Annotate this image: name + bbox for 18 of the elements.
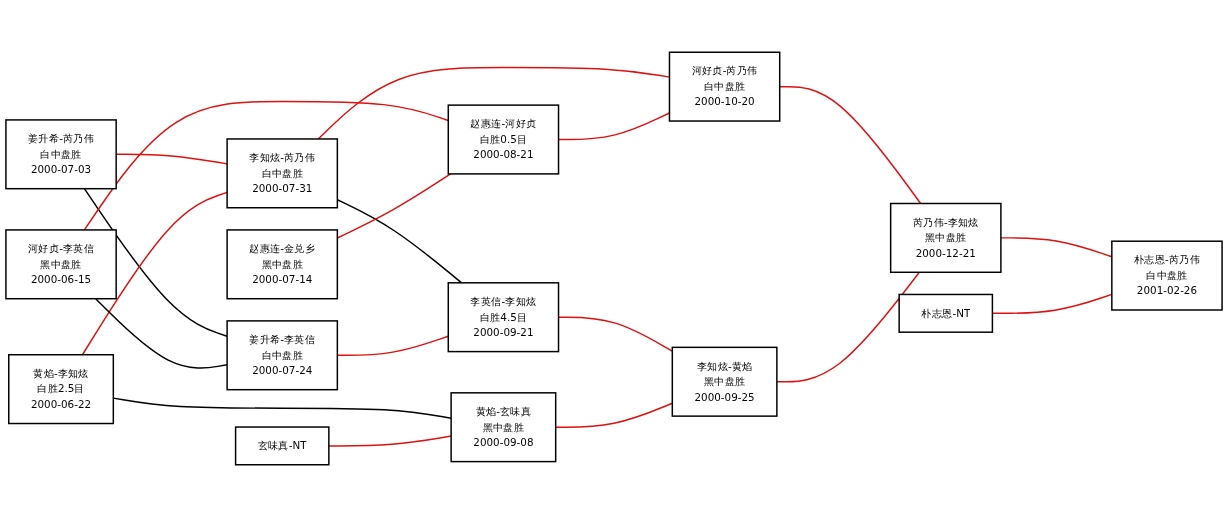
node-box: 玄味真-NT xyxy=(234,426,330,466)
node-box: 赵惠连-金兑乡 黑中盘胜 2000-07-14 xyxy=(226,229,339,300)
node-box: 姜升希-李英信 白中盘胜 2000-07-24 xyxy=(226,320,339,391)
node-box: 黄焰-李知炫 白胜2.5目 2000-06-22 xyxy=(8,354,115,425)
node-box: 赵惠连-河好贞 白胜0.5目 2000-08-21 xyxy=(447,104,560,175)
node-box: 李知炫-黄焰 黑中盘胜 2000-09-25 xyxy=(671,346,778,417)
node-box: 李知炫-芮乃伟 白中盘胜 2000-07-31 xyxy=(226,138,339,209)
connector xyxy=(328,435,452,447)
node-box: 朴志恩-NT xyxy=(898,293,994,333)
node-box: 黄焰-玄味真 黑中盘胜 2000-09-08 xyxy=(450,392,557,463)
node-box: 河好贞-芮乃伟 白中盘胜 2000-10-20 xyxy=(668,51,781,122)
node-box: 芮乃伟-李知炫 黑中盘胜 2000-12-21 xyxy=(889,202,1002,273)
connector xyxy=(776,271,921,383)
node-box: 李英信-李知炫 白胜4.5目 2000-09-21 xyxy=(447,282,560,353)
connector xyxy=(94,298,228,369)
node-box: 姜升希-芮乃伟 白中盘胜 2000-07-03 xyxy=(5,119,117,190)
node-box: 河好贞-李英信 黑中盘胜 2000-06-15 xyxy=(5,229,117,300)
node-box: 朴志恩-芮乃伟 白中盘胜 2001-02-26 xyxy=(1111,240,1223,311)
